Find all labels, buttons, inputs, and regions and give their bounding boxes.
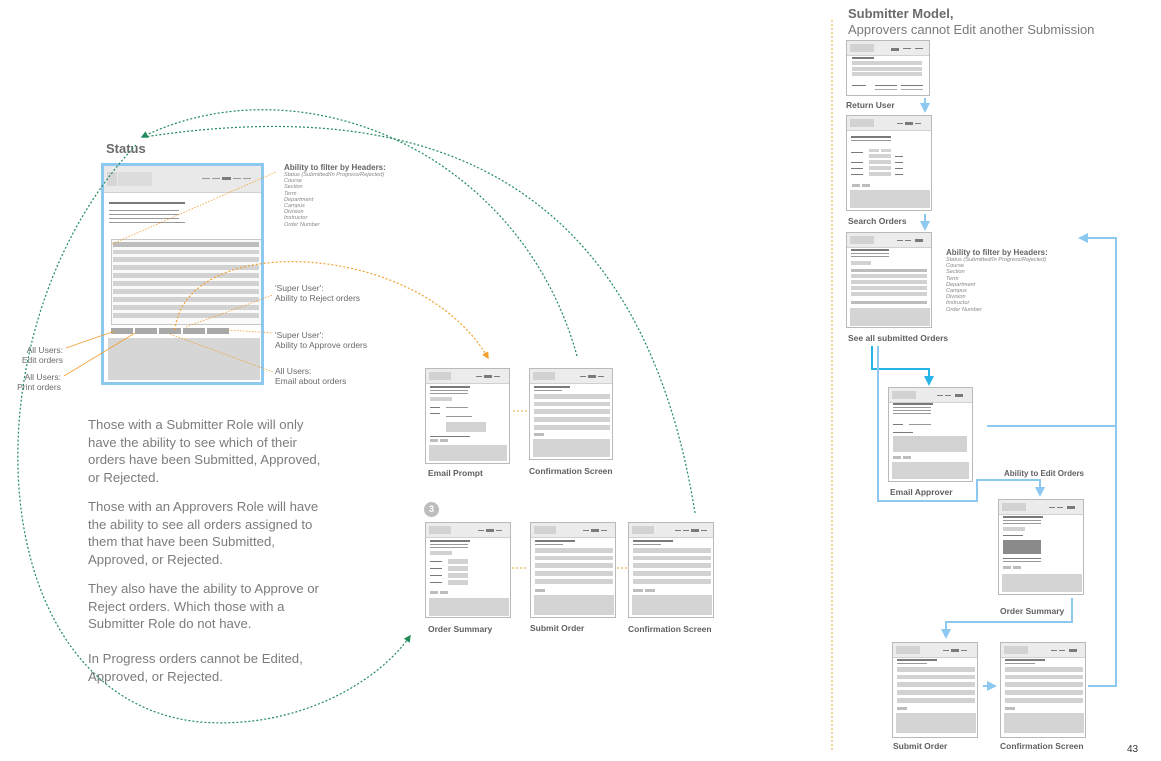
confirmation-mid-wireframe — [628, 522, 714, 618]
filter-header: Ability to filter by Headers: — [946, 248, 1048, 257]
email-approver-caption: Email Approver — [890, 487, 953, 497]
submitter-model-title: Submitter Model, — [848, 6, 954, 21]
super-user-approve-note: 'Super User':Ability to Approve orders — [275, 330, 368, 350]
page-number: 43 — [1127, 744, 1139, 755]
search-orders-wireframe — [846, 115, 932, 211]
filter-item: Division — [946, 294, 966, 301]
see-all-orders-wireframe — [846, 232, 932, 328]
filter-item: Order Number — [946, 306, 982, 313]
filter-item: Campus — [946, 288, 967, 295]
order-summary-mid-wireframe — [425, 522, 511, 618]
arrow-summary-to-submit — [941, 598, 1073, 639]
green-arc-large — [143, 125, 696, 514]
arrow-confirm-to-see-all — [1078, 233, 1117, 687]
submit-order-mid-wireframe — [530, 522, 616, 618]
filter-item: Instructor — [946, 300, 970, 307]
filter-item: Section — [284, 184, 303, 191]
submit-order-mid-caption: Submit Order — [530, 623, 585, 633]
filter-item: Department — [284, 196, 314, 203]
in-progress-paragraph: In Progress orders cannot be Edited, App… — [88, 651, 303, 684]
filter-item: Course — [946, 263, 965, 270]
filter-item: Order Number — [284, 221, 320, 228]
email-approver-wireframe — [888, 387, 973, 482]
submit-order-right-wireframe — [892, 642, 978, 738]
approver-role-paragraph: Those with an Approvers Role will have t… — [88, 499, 319, 567]
email-prompt-caption: Email Prompt — [428, 468, 483, 478]
search-orders-caption: Search Orders — [848, 216, 907, 226]
filter-item: Instructor — [284, 215, 308, 222]
email-prompt-wireframe — [425, 368, 510, 464]
confirmation-top-caption: Confirmation Screen — [529, 466, 613, 476]
order-summary-mid-caption: Order Summary — [428, 624, 493, 634]
right-filter-note: Ability to filter by Headers: Status (Su… — [946, 248, 1048, 313]
submitter-model-subtitle: Approvers cannot Edit another Submission — [848, 22, 1095, 37]
see-all-orders-caption: See all submitted Orders — [848, 333, 949, 343]
submit-order-right-caption: Submit Order — [893, 741, 948, 751]
all-users-print-note: All Users:Print orders — [17, 372, 61, 392]
submitter-role-paragraph: Those with a Submitter Role will only ha… — [88, 417, 321, 485]
filter-item: Department — [946, 281, 976, 288]
status-wireframe — [101, 163, 264, 385]
orange-arc-reject — [174, 261, 489, 360]
filter-item: Section — [946, 269, 965, 276]
green-arc-left — [17, 144, 411, 724]
filter-item: Status (Submitted/In Progress/Rejected) — [284, 172, 385, 178]
order-summary-right-caption: Order Summary — [1000, 606, 1065, 616]
green-arc-top — [140, 109, 578, 357]
filter-item: Term — [284, 190, 297, 197]
arrow-see-all-to-edit — [877, 346, 1045, 502]
filter-item: Course — [284, 178, 303, 185]
confirmation-right-caption: Confirmation Screen — [1000, 741, 1084, 751]
all-users-email-note: All Users:Email about orders — [275, 366, 347, 386]
confirmation-top-wireframe — [529, 368, 613, 460]
all-users-edit-note: All Users:Edit orders — [21, 345, 63, 365]
return-user-caption: Return User — [846, 100, 895, 110]
confirmation-right-wireframe — [1000, 642, 1086, 738]
filter-item: Campus — [284, 203, 305, 210]
filter-item: Status (Submitted/In Progress/Rejected) — [946, 257, 1047, 263]
filter-item: Division — [284, 209, 304, 216]
filter-header: Ability to filter by Headers: — [284, 163, 386, 172]
return-user-wireframe — [846, 40, 930, 96]
status-title: Status — [106, 141, 146, 156]
status-filter-note: Ability to filter by Headers: Status (Su… — [284, 163, 386, 228]
confirmation-mid-caption: Confirmation Screen — [628, 624, 712, 634]
arrow-see-all-to-email — [871, 346, 934, 386]
super-user-reject-note: 'Super User':Ability to Reject orders — [275, 283, 361, 303]
step-badge: 3 — [424, 502, 439, 517]
order-summary-right-wireframe — [998, 499, 1084, 595]
approve-reject-paragraph: They also have the ability to Approve or… — [88, 581, 319, 631]
ability-edit-orders-label: Ability to Edit Orders — [1004, 469, 1085, 478]
filter-item: Term — [946, 275, 959, 282]
